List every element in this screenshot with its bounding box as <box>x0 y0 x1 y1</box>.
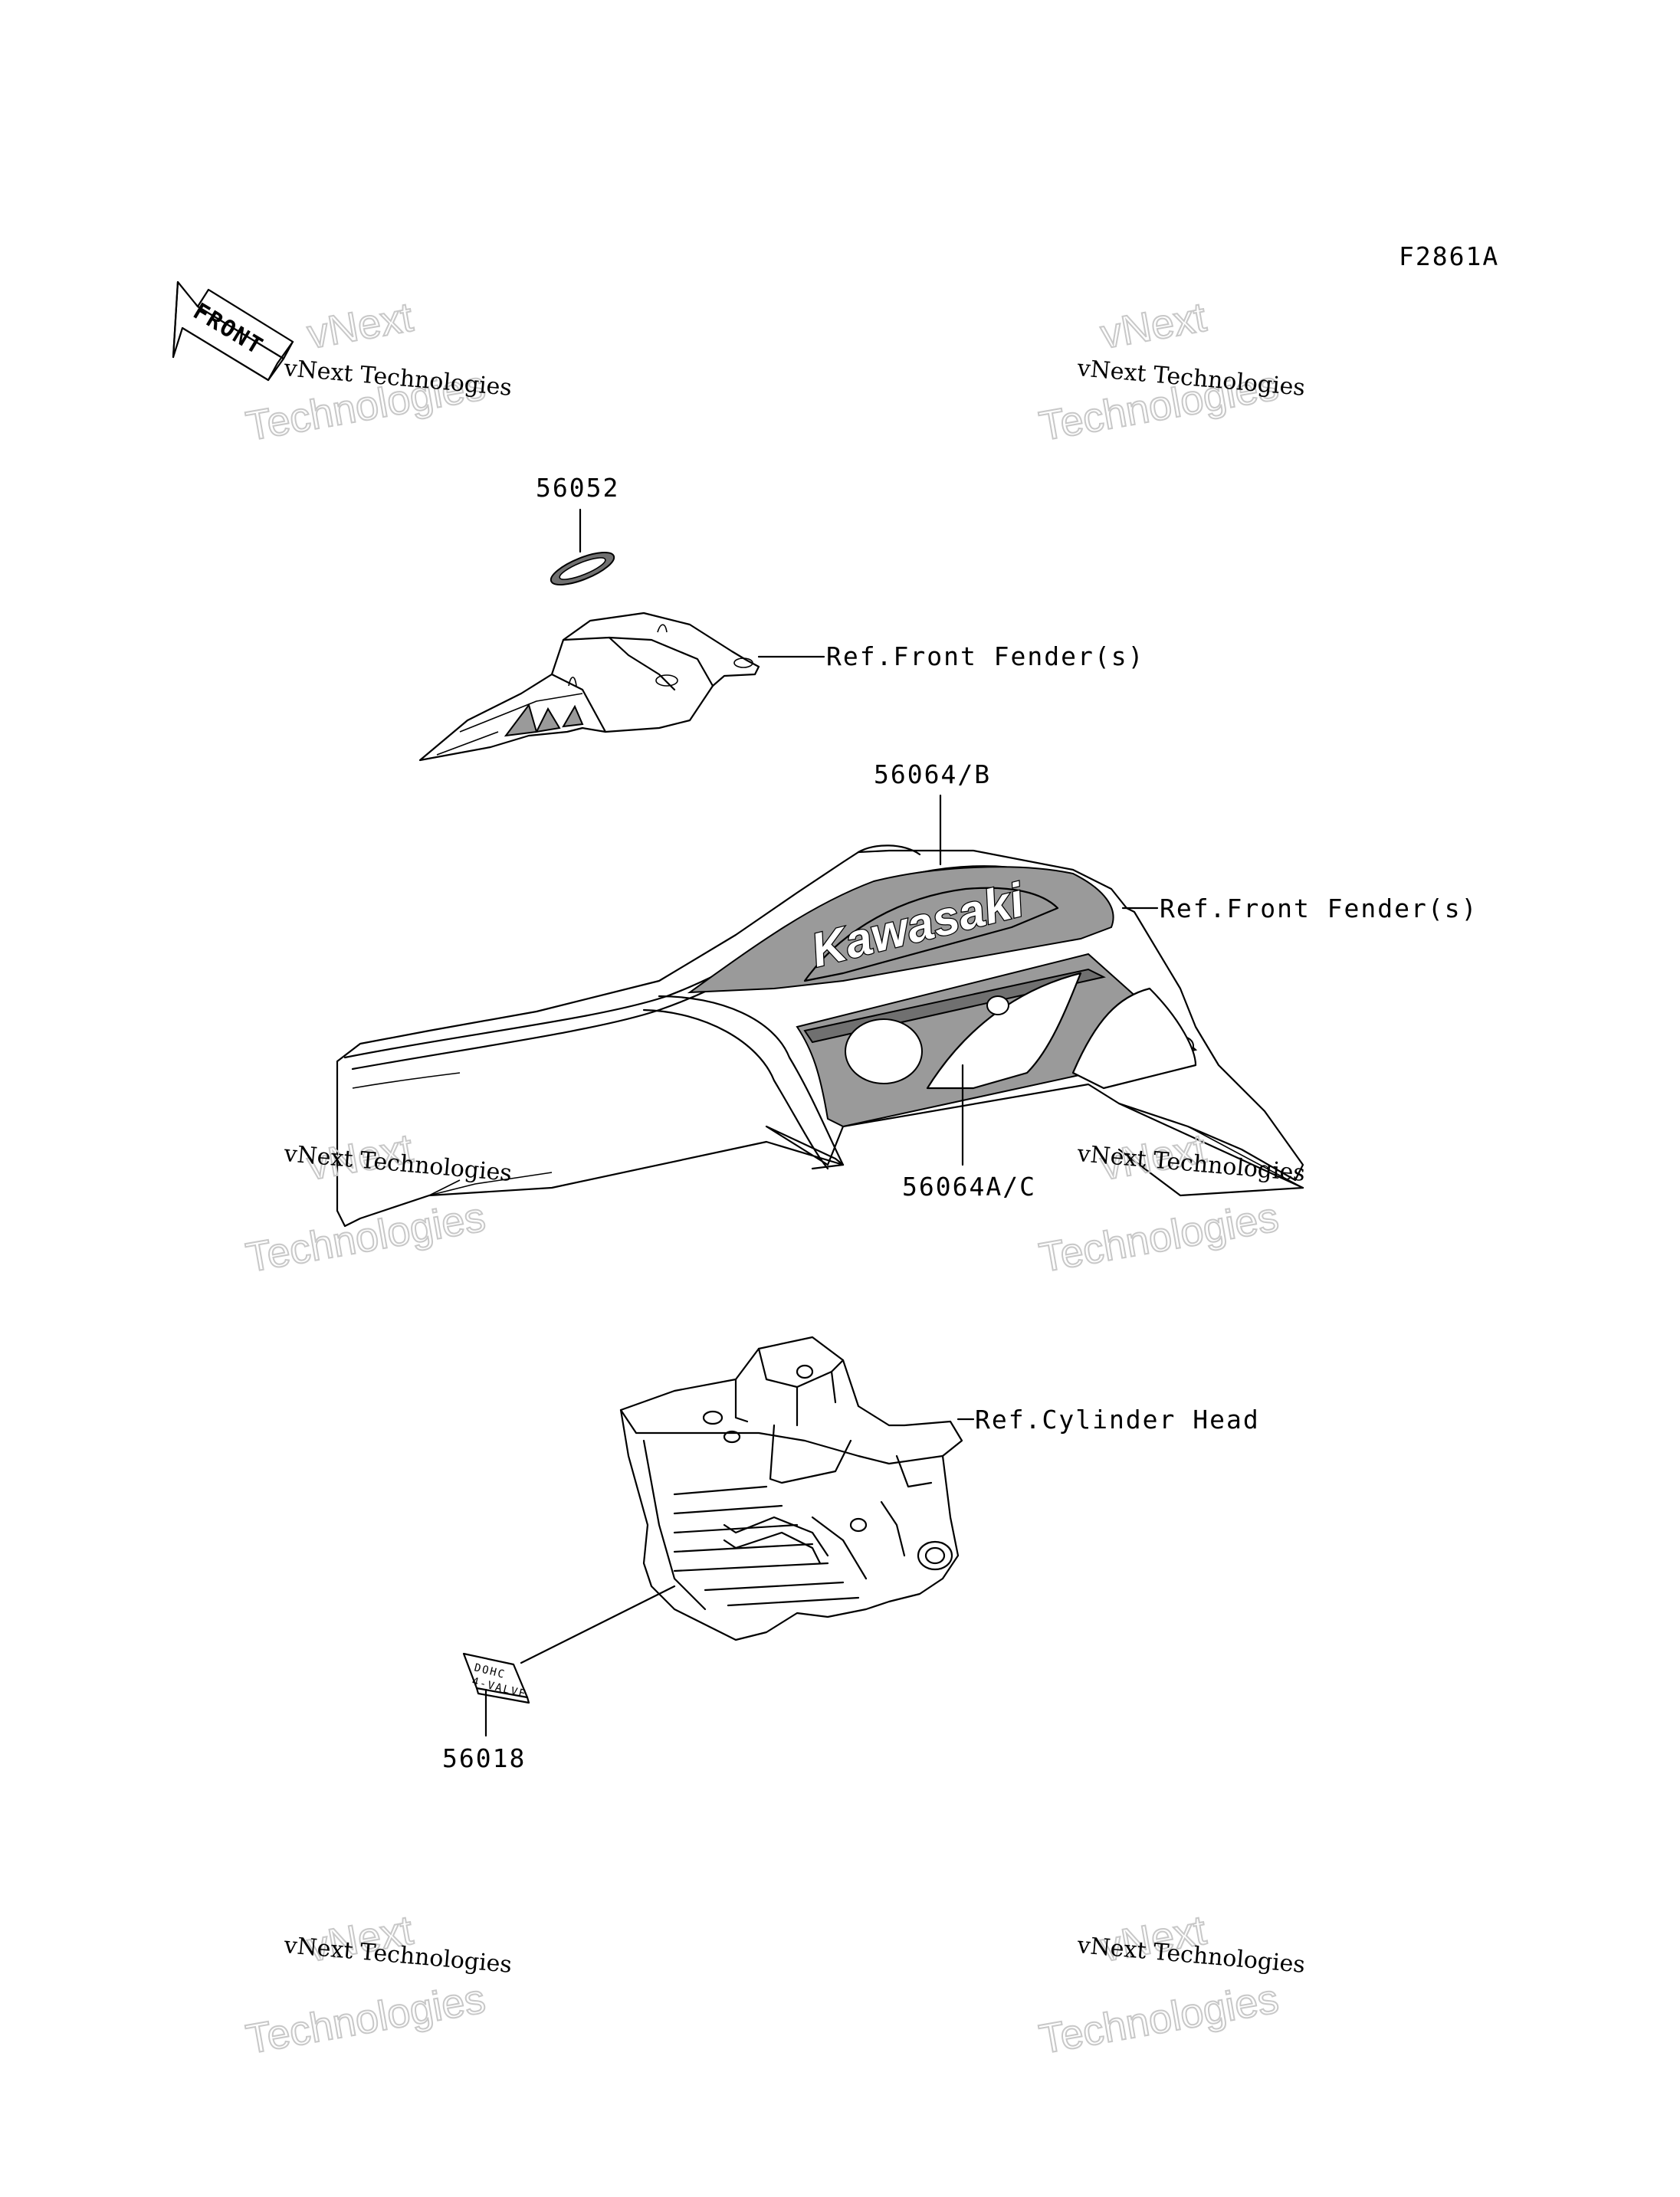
front-fender-upper-drawing <box>418 612 760 762</box>
watermark-bottom-right: vNext Technologies vNext Technologies <box>1035 1907 1307 2064</box>
part-56018-valve-label: DOHC 4-VALVE <box>462 1652 530 1704</box>
watermark-top-left: vNext Technologies vNext Technologies <box>242 293 514 451</box>
part-number-56018: 56018 <box>442 1743 526 1773</box>
part-56052-emblem <box>550 552 615 585</box>
ref-cylinder-head: Ref.Cylinder Head <box>975 1405 1260 1435</box>
ref-front-fender-2: Ref.Front Fender(s) <box>1160 894 1478 923</box>
svg-text:vNext: vNext <box>1098 294 1209 358</box>
part-number-56064-b: 56064/B <box>874 759 991 789</box>
watermark-top-right: vNext Technologies vNext Technologies <box>1035 293 1307 451</box>
svg-text:Technologies: Technologies <box>243 1976 489 2063</box>
svg-text:Technologies: Technologies <box>1036 1194 1282 1281</box>
front-fender-main-drawing: Kawasaki <box>336 844 1304 1228</box>
cylinder-head-drawing <box>619 1336 963 1641</box>
svg-text:Technologies: Technologies <box>1036 1976 1282 2063</box>
part-number-56064a-c: 56064A/C <box>902 1172 1036 1202</box>
watermark-bottom-left: vNext Technologies vNext Technologies <box>242 1907 514 2064</box>
part-number-56052: 56052 <box>536 473 619 503</box>
ref-front-fender-1: Ref.Front Fender(s) <box>826 641 1145 671</box>
figure-code: F2861A <box>1399 241 1499 271</box>
front-arrow-icon: FRONT <box>172 280 294 382</box>
svg-text:vNext: vNext <box>304 294 416 358</box>
